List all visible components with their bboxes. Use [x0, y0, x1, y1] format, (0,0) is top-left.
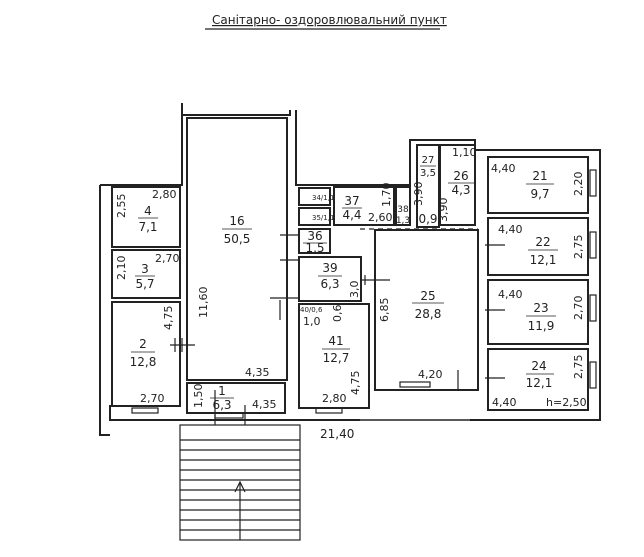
room-2	[111, 301, 181, 407]
plan-title: Санітарно- оздоровлювальний пункт	[212, 13, 447, 27]
rooms-r2-num-label: 2	[139, 337, 147, 351]
rooms-r39-area-label: 6,3	[320, 277, 339, 291]
dims-d1-w-label: 4,35	[252, 398, 277, 411]
dims-d23-h-label: 2,70	[572, 296, 585, 321]
rooms-r37-area-label: 4,4	[342, 208, 361, 222]
room-35	[298, 207, 331, 226]
door-marks	[170, 234, 505, 425]
dims-d3-h-label: 2,10	[115, 256, 128, 281]
rooms-r24-num-label: 24	[531, 359, 546, 373]
dims-d25-w-label: 4,20	[418, 368, 443, 381]
dims-height-label: h=2,50	[546, 396, 587, 409]
rooms-r37-num-label: 37	[344, 194, 359, 208]
dimension-labels: 2,80 2,55 2,70 2,10 4,75 2,70 11,60 4,35…	[115, 146, 587, 441]
rooms-r38-area-label: 1,3	[396, 216, 410, 226]
rooms-r38-num-label: 38	[397, 205, 409, 215]
dims-d40-h-label: 0,6	[331, 305, 344, 323]
rooms-r35-label-label: 35/1,1	[312, 214, 334, 222]
room-24	[487, 348, 589, 411]
dims-d2-w-label: 2,70	[140, 392, 165, 405]
room-38	[395, 186, 411, 226]
label-fraction-lines	[131, 165, 558, 399]
dims-d1-h-label: 1,50	[192, 384, 205, 409]
room-36	[298, 228, 331, 254]
dims-d22-w-label: 4,40	[498, 223, 523, 236]
rooms-r34-label-label: 34/1,1	[312, 194, 334, 202]
dims-d37-w-label: 2,60	[368, 211, 393, 224]
rooms-r36-area-label: 1,5	[305, 241, 324, 255]
rooms-r21-num-label: 21	[532, 169, 547, 183]
dims-d40-a-label: 1,0	[303, 315, 321, 328]
dims-d22-h-label: 2,75	[572, 235, 585, 260]
dims-d23-w-label: 4,40	[498, 288, 523, 301]
dims-d21-h-label: 2,20	[572, 172, 585, 197]
room-21	[487, 156, 589, 214]
room-4	[111, 186, 181, 248]
rooms-r2-area-label: 12,8	[130, 355, 157, 369]
dims-d26-w-label: 1,10	[452, 146, 477, 159]
rooms-r25-num-label: 25	[420, 289, 435, 303]
walls	[99, 103, 601, 436]
dims-d4-w-label: 2,80	[152, 188, 177, 201]
room-39	[298, 256, 362, 302]
room-34	[298, 187, 331, 206]
rooms-r16-area-label: 50,5	[224, 232, 251, 246]
dims-d41-h-label: 4,75	[349, 371, 362, 396]
rooms-r4-num-label: 4	[144, 204, 152, 218]
dims-d39-h-label: 3,0	[348, 281, 361, 299]
rooms-r23-num-label: 23	[533, 301, 548, 315]
windows	[131, 169, 597, 419]
rooms-r27-area-label: 3,5	[420, 168, 436, 179]
rooms-r22-num-label: 22	[535, 235, 550, 249]
dims-d16-h-label: 11,60	[197, 287, 210, 319]
rooms-r16-num-label: 16	[229, 214, 244, 228]
rooms-r3-num-label: 3	[141, 262, 149, 276]
room-3	[111, 249, 181, 299]
rooms-r23-area-label: 11,9	[528, 319, 555, 333]
dims-d16-w-label: 4,35	[245, 366, 270, 379]
rooms-r1-area-label: 6,3	[212, 398, 231, 412]
rooms-r22-area-label: 12,1	[530, 253, 557, 267]
dims-d2-h-label: 4,75	[162, 306, 175, 331]
room-22	[487, 217, 589, 276]
rooms-r-col-area-label: 0,9	[418, 212, 437, 226]
rooms-r1-num-label: 1	[218, 384, 226, 398]
dims-d25-h-label: 6,85	[378, 298, 391, 323]
rooms-r27-num-label: 27	[422, 155, 435, 166]
rooms-r26-num-label: 26	[453, 169, 468, 183]
rooms-r41-num-label: 41	[328, 334, 343, 348]
rooms-r39-num-label: 39	[322, 261, 337, 275]
rooms-r25-area-label: 28,8	[415, 307, 442, 321]
entrance-stairs	[179, 424, 301, 541]
dims-d37-h-label: 1,70	[380, 183, 393, 208]
room-16	[186, 117, 288, 381]
rooms-r26-area-label: 4,3	[451, 183, 470, 197]
dims-d26-h-label: 3,90	[437, 198, 450, 223]
room-23	[487, 279, 589, 345]
dims-d41-w-label: 2,80	[322, 392, 347, 405]
dims-d3-w-label: 2,70	[155, 252, 180, 265]
rooms-r3-area-label: 5,7	[135, 277, 154, 291]
dims-d24-h-label: 2,75	[572, 355, 585, 380]
dims-total-label: 21,40	[320, 427, 354, 441]
dims-d21-w-label: 4,40	[491, 162, 516, 175]
room-26	[439, 144, 476, 226]
room-25	[374, 229, 479, 391]
rooms-r21-area-label: 9,7	[530, 187, 549, 201]
rooms-r36-num-label: 36	[307, 229, 322, 243]
dims-d27-h-label: 3,90	[412, 182, 425, 207]
dims-d24-w-label: 4,40	[492, 396, 517, 409]
rooms-r4-area-label: 7,1	[138, 220, 157, 234]
rooms-r24-area-label: 12,1	[526, 376, 553, 390]
rooms-r41-area-label: 12,7	[323, 351, 350, 365]
rooms-r40-label-label: 40/0,6	[300, 306, 323, 314]
room-37	[333, 186, 395, 226]
dims-d4-h-label: 2,55	[115, 194, 128, 219]
